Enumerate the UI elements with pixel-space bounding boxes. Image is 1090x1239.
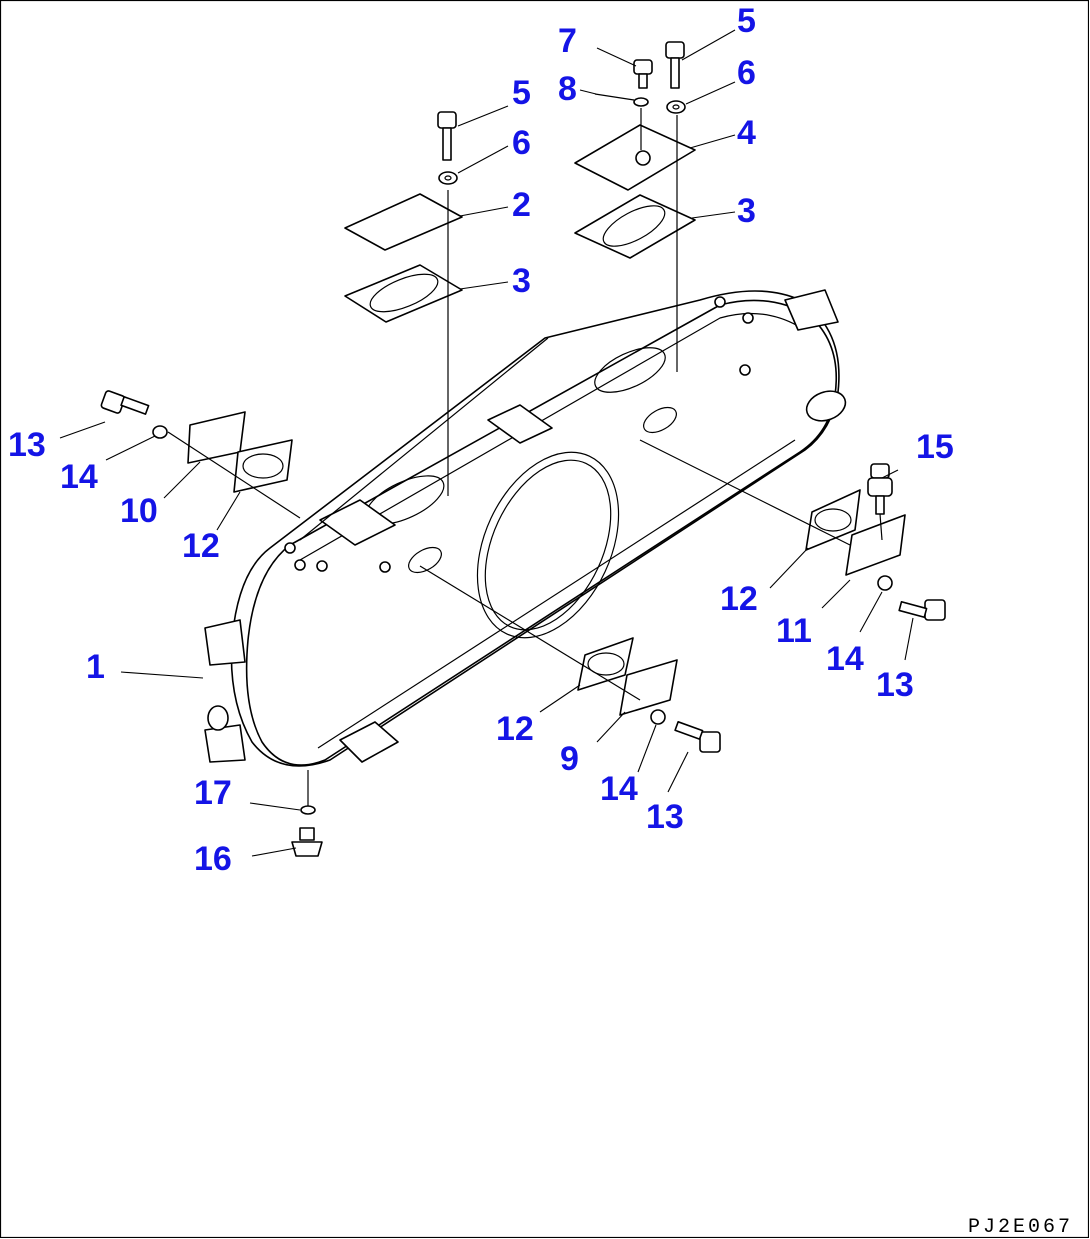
callout-2: 2 <box>512 186 531 224</box>
callout-3-right: 3 <box>737 192 756 230</box>
bolt-5-right <box>665 41 685 89</box>
assembly-lines <box>167 93 883 806</box>
callout-14-right: 14 <box>826 640 864 678</box>
bolt-5-left <box>437 111 457 161</box>
callout-13-left: 13 <box>8 426 46 464</box>
cover-4 <box>574 124 696 191</box>
washer-8 <box>633 97 649 107</box>
breather-15 <box>867 463 893 515</box>
callout-11: 11 <box>776 612 812 650</box>
callout-6-left: 6 <box>512 124 531 162</box>
callout-17: 17 <box>194 774 232 812</box>
washer-14-right <box>877 575 893 591</box>
callout-10: 10 <box>120 492 158 530</box>
callout-12-left: 12 <box>182 527 220 565</box>
washer-6-right <box>666 100 686 114</box>
callout-12-right: 12 <box>720 580 758 618</box>
callout-13-bottom: 13 <box>646 798 684 836</box>
gasket-12-left <box>233 439 293 493</box>
callout-7: 7 <box>558 22 577 60</box>
callout-8: 8 <box>558 70 577 108</box>
gasket-12-right <box>805 489 861 551</box>
o-ring-17 <box>300 805 316 815</box>
washer-14-left <box>152 425 168 439</box>
bolt-13-left <box>100 390 150 415</box>
callout-3-left: 3 <box>512 262 531 300</box>
final-drive-case <box>204 289 847 767</box>
callout-16: 16 <box>194 840 232 878</box>
cover-9 <box>619 659 678 716</box>
cover-11 <box>845 514 906 576</box>
gasket-3-left <box>344 264 463 323</box>
callout-14-bottom: 14 <box>600 770 638 808</box>
cover-2 <box>344 193 463 251</box>
plug-16 <box>291 827 323 857</box>
bolt-13-right <box>898 599 946 621</box>
callout-15: 15 <box>916 428 954 466</box>
callout-5-left: 5 <box>512 74 531 112</box>
callout-6-right: 6 <box>737 54 756 92</box>
washer-14-bottom <box>650 709 666 725</box>
drawing-code: PJ2E067 <box>968 1216 1073 1238</box>
callout-4: 4 <box>737 114 756 152</box>
washer-6-left <box>438 171 458 185</box>
callout-12-bottom: 12 <box>496 710 534 748</box>
bolt-13-bottom <box>674 720 721 753</box>
callout-labels: 1 2 3 3 4 5 5 6 6 7 8 9 10 11 12 12 12 1… <box>8 2 954 878</box>
gasket-12-bottom <box>577 637 634 691</box>
callout-14-left: 14 <box>60 458 98 496</box>
leader-lines <box>59 29 914 857</box>
callout-1: 1 <box>86 648 105 686</box>
callout-5-right: 5 <box>737 2 756 40</box>
gasket-3-right <box>574 194 696 259</box>
bolt-7 <box>633 59 653 89</box>
callout-13-right: 13 <box>876 666 914 704</box>
callout-9: 9 <box>560 740 579 778</box>
